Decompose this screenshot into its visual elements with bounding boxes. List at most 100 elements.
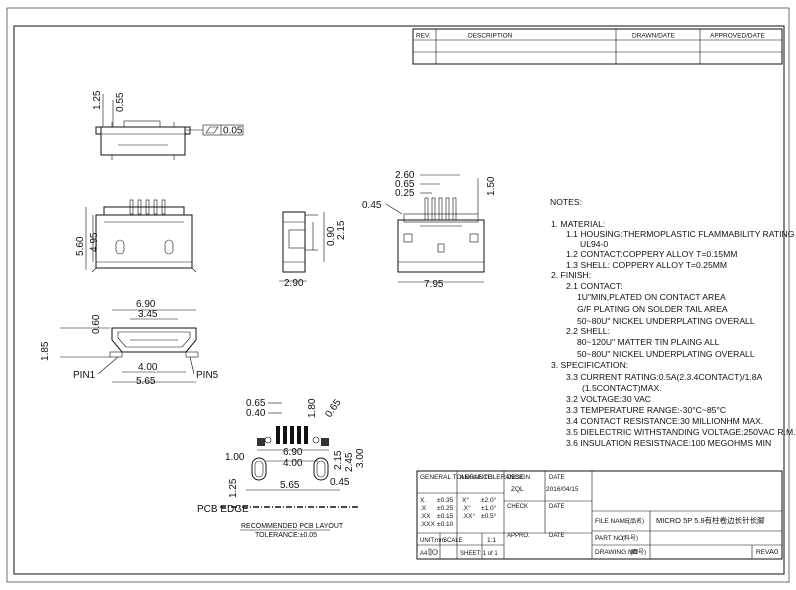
- note-line: UL94-0: [580, 239, 608, 249]
- dim-1-85: 1.85: [40, 341, 51, 361]
- note-line: 2.1 CONTACT:: [566, 281, 623, 291]
- dim-7-95: 7.95: [424, 279, 444, 290]
- pin1-label: PIN1: [73, 370, 96, 381]
- note-line: 3.3 CURRENT RATING:0.5A(2.3.4CONTACT)/1.…: [566, 372, 763, 382]
- note-line: 3.2 VOLTAGE:30 VAC: [566, 394, 651, 404]
- file-name-value: MICRO 5P 5.9有柱卷边长针长脚: [656, 515, 765, 525]
- dim-0-05: 0.05: [223, 126, 243, 137]
- dim-1-25: 1.25: [92, 90, 103, 110]
- note-line: 2.2 SHELL:: [566, 326, 610, 336]
- dim-2-60: 2.60: [395, 170, 415, 181]
- scale-value: 1:1: [487, 537, 496, 544]
- dim-0-60: 0.60: [91, 314, 102, 334]
- pcb-dim-4-00: 4.00: [283, 458, 303, 469]
- sheet-label: SHEET: 1 of 1: [460, 551, 498, 557]
- dim-0-55: 0.55: [115, 92, 126, 112]
- note-line: 3.3 TEMPERATURE RANGE:-30°C~85°C: [566, 405, 726, 415]
- pcb-dim-3-00: 3.00: [355, 448, 366, 468]
- part-no-cn: (料号): [622, 534, 638, 542]
- angle-value: ±1.0°: [481, 504, 497, 512]
- rev-label: REV.: [756, 549, 771, 556]
- file-name-label: FILE NAME: [595, 518, 630, 525]
- drawing-no-cn: (图号): [630, 549, 646, 556]
- angle-value: ±0.5°: [481, 512, 497, 520]
- rev-value: A0: [769, 547, 778, 556]
- drawing-no-label: DRAWING NO: [595, 549, 638, 556]
- design-date-label: DATE: [549, 475, 565, 481]
- top-pins: [424, 197, 457, 221]
- revision-block: REV. DESCRIPTION DRAWN/DATE APPROVED/DAT…: [412, 28, 783, 65]
- general-tolerance-label: GENERAL TOLERANCE: [420, 474, 493, 481]
- note-line: 3.4 CONTACT RESISTANCE:30 MILLIONHM MAX.: [566, 416, 763, 426]
- angle-key: .XX°: [462, 512, 475, 520]
- dim-4-95: 4.95: [89, 232, 100, 252]
- check-label: CHECK: [507, 504, 528, 510]
- note-line: 50~80U" NICKEL UNDERPLATING OVERALL: [577, 349, 755, 359]
- projection-icon: [428, 548, 438, 556]
- note-line: 1.3 SHELL: COPPERY ALLOY T=0.25MM: [566, 260, 727, 270]
- file-name-cn: (品名): [628, 517, 644, 525]
- pcb-dim-1-00: 1.00: [225, 452, 245, 463]
- appro-date-label: DATE: [549, 533, 565, 539]
- note-line: 3. SPECIFICATION:: [551, 360, 628, 370]
- design-label: DESIGN: [507, 475, 530, 481]
- dim-0-65: 0.65: [395, 179, 415, 190]
- angle-key: .X°: [462, 504, 471, 512]
- pcb-dim-0-45: 0.45: [330, 477, 350, 488]
- front-view: 5.60 4.95: [75, 199, 197, 273]
- note-line: 2. FINISH:: [551, 270, 591, 280]
- scale-label: SCALE: [443, 538, 463, 544]
- dim-6-90: 6.90: [136, 299, 156, 310]
- note-line: 3.6 INSULATION RESISTNACE:100 MEGOHMS MI…: [566, 438, 771, 448]
- part-no-label: PART NO: [595, 535, 623, 542]
- dim-5-60: 5.60: [75, 236, 86, 256]
- appro-label: APPRO.: [507, 533, 530, 539]
- pcb-pads: [251, 426, 329, 481]
- size-label: A4: [420, 551, 428, 557]
- tol-value: ±0.15: [437, 513, 454, 520]
- notes-block: NOTES: 1. MATERIAL: 1.1 HOUSING:THERMOPL…: [550, 197, 796, 448]
- unit-label: UNIT:mm: [420, 538, 445, 544]
- dim-3-45: 3.45: [138, 309, 158, 320]
- outer-border: [6, 7, 790, 583]
- check-date-label: DATE: [549, 504, 565, 510]
- pcb-dim-0-40: 0.40: [246, 408, 266, 419]
- dim-4-00: 4.00: [138, 362, 158, 373]
- pcb-caption: RECOMMENDED PCB LAYOUT: [241, 523, 344, 530]
- approved-date-header: APPROVED/DATE: [710, 33, 765, 40]
- pcb-dim-6-90: 6.90: [283, 447, 303, 458]
- flatness-callout: [202, 124, 244, 136]
- pcb-dim-1-25: 1.25: [228, 478, 239, 498]
- note-line: 1U"MIN,PLATED ON CONTACT AREA: [577, 292, 726, 302]
- dim-1-50: 1.50: [486, 176, 497, 196]
- pcb-layout: 0.65 0.40 1.80 0.65 6.90 4.00 2.15 2.45 …: [197, 397, 366, 539]
- tol-value: ±0.10: [437, 521, 454, 528]
- front-pins: [129, 199, 166, 215]
- description-header: DESCRIPTION: [468, 33, 513, 40]
- top-view: 2.60 0.65 0.25 0.45 1.50 7.95: [362, 170, 497, 290]
- note-line: (1.5CONTACT)MAX.: [582, 383, 662, 393]
- pcb-dim-r0-65: 0.65: [323, 397, 343, 420]
- inner-border: [13, 25, 785, 575]
- dim-0-90: 0.90: [326, 226, 337, 246]
- note-line: 1.2 CONTACT:COPPERY ALLOY T=0.15MM: [566, 249, 737, 259]
- note-line: G/F PLATING ON SOLDER TAIL AREA: [577, 304, 728, 314]
- dim-5-65: 5.65: [136, 376, 156, 387]
- notes-title: NOTES:: [550, 197, 582, 207]
- pcb-tolerance: TOLERANCE:±0.05: [255, 532, 317, 539]
- pin5-label: PIN5: [196, 370, 219, 381]
- title-block: GENERAL TOLERANCE ANGLE TOLERANCE X. ±0.…: [416, 470, 783, 560]
- drawn-date-header: DRAWN/DATE: [632, 33, 676, 40]
- dim-0-25: 0.25: [395, 188, 415, 199]
- dim-0-45: 0.45: [362, 200, 382, 211]
- note-line: 50~80U" NICKEL UNDERPLATING OVERALL: [577, 316, 755, 326]
- pcb-dim-2-15: 2.15: [333, 450, 344, 470]
- pcb-dim-1-80: 1.80: [307, 398, 318, 418]
- tol-value: ±0.35: [437, 497, 454, 504]
- side-view: 1.25 0.55 0.05: [92, 90, 244, 160]
- tol-key: .XX: [420, 513, 431, 520]
- pcb-dim-5-65: 5.65: [280, 480, 300, 491]
- angle-key: X°: [462, 496, 469, 504]
- angle-value: ±2.0°: [481, 496, 497, 504]
